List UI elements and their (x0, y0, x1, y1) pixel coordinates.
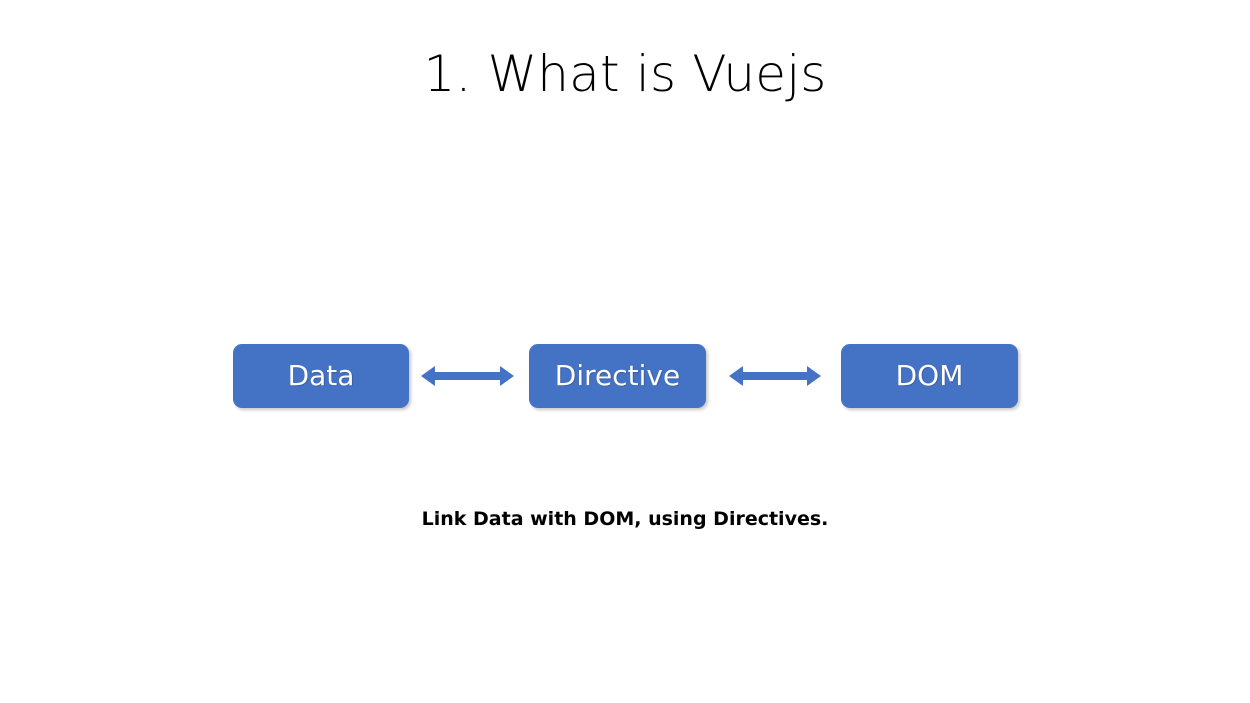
flow-box-data-label: Data (287, 359, 355, 392)
flow-box-directive-label: Directive (554, 359, 681, 392)
flow-box-dom-label: DOM (895, 359, 964, 392)
double-arrow-horizontal-icon (729, 366, 821, 386)
double-arrow-horizontal-icon (421, 366, 514, 386)
page-title: 1. What is Vuejs (423, 45, 827, 103)
flow-box-dom[interactable]: DOM (841, 344, 1018, 408)
diagram-caption: Link Data with DOM, using Directives. (421, 508, 829, 530)
flow-diagram: Data Directive DOM (233, 344, 1019, 408)
flow-box-directive[interactable]: Directive (529, 344, 706, 408)
flow-box-data[interactable]: Data (233, 344, 409, 408)
